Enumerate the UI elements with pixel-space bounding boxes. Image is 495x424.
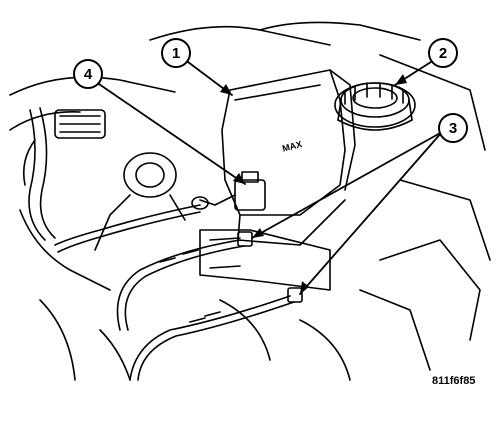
callout-number: 2 (439, 45, 447, 62)
reservoir-cap (334, 82, 416, 131)
master-cylinder-body (199, 229, 331, 291)
sensor-wire (54, 204, 201, 246)
callout-2: 2 (428, 38, 458, 68)
callout-1: 1 (161, 38, 191, 68)
leader-arrowheads (220, 74, 407, 294)
figure-code: 811f6f85 (432, 375, 475, 387)
callout-number: 4 (84, 66, 93, 83)
reservoir-max-mark: MAX (281, 139, 303, 154)
wiring-harness (22, 107, 106, 241)
engine-bay-background (9, 21, 491, 381)
callout-4: 4 (73, 59, 103, 89)
leader-lines (95, 59, 443, 295)
callout-number: 3 (449, 120, 457, 137)
callout-3: 3 (438, 113, 468, 143)
fluid-level-sensor-connector (191, 171, 266, 211)
callout-number: 1 (172, 45, 180, 62)
brake-lines (116, 239, 295, 381)
brake-line-fittings (237, 231, 303, 303)
sensor-wire (57, 211, 201, 253)
vacuum-fitting (94, 152, 186, 251)
brake-fluid-reservoir (221, 69, 356, 246)
